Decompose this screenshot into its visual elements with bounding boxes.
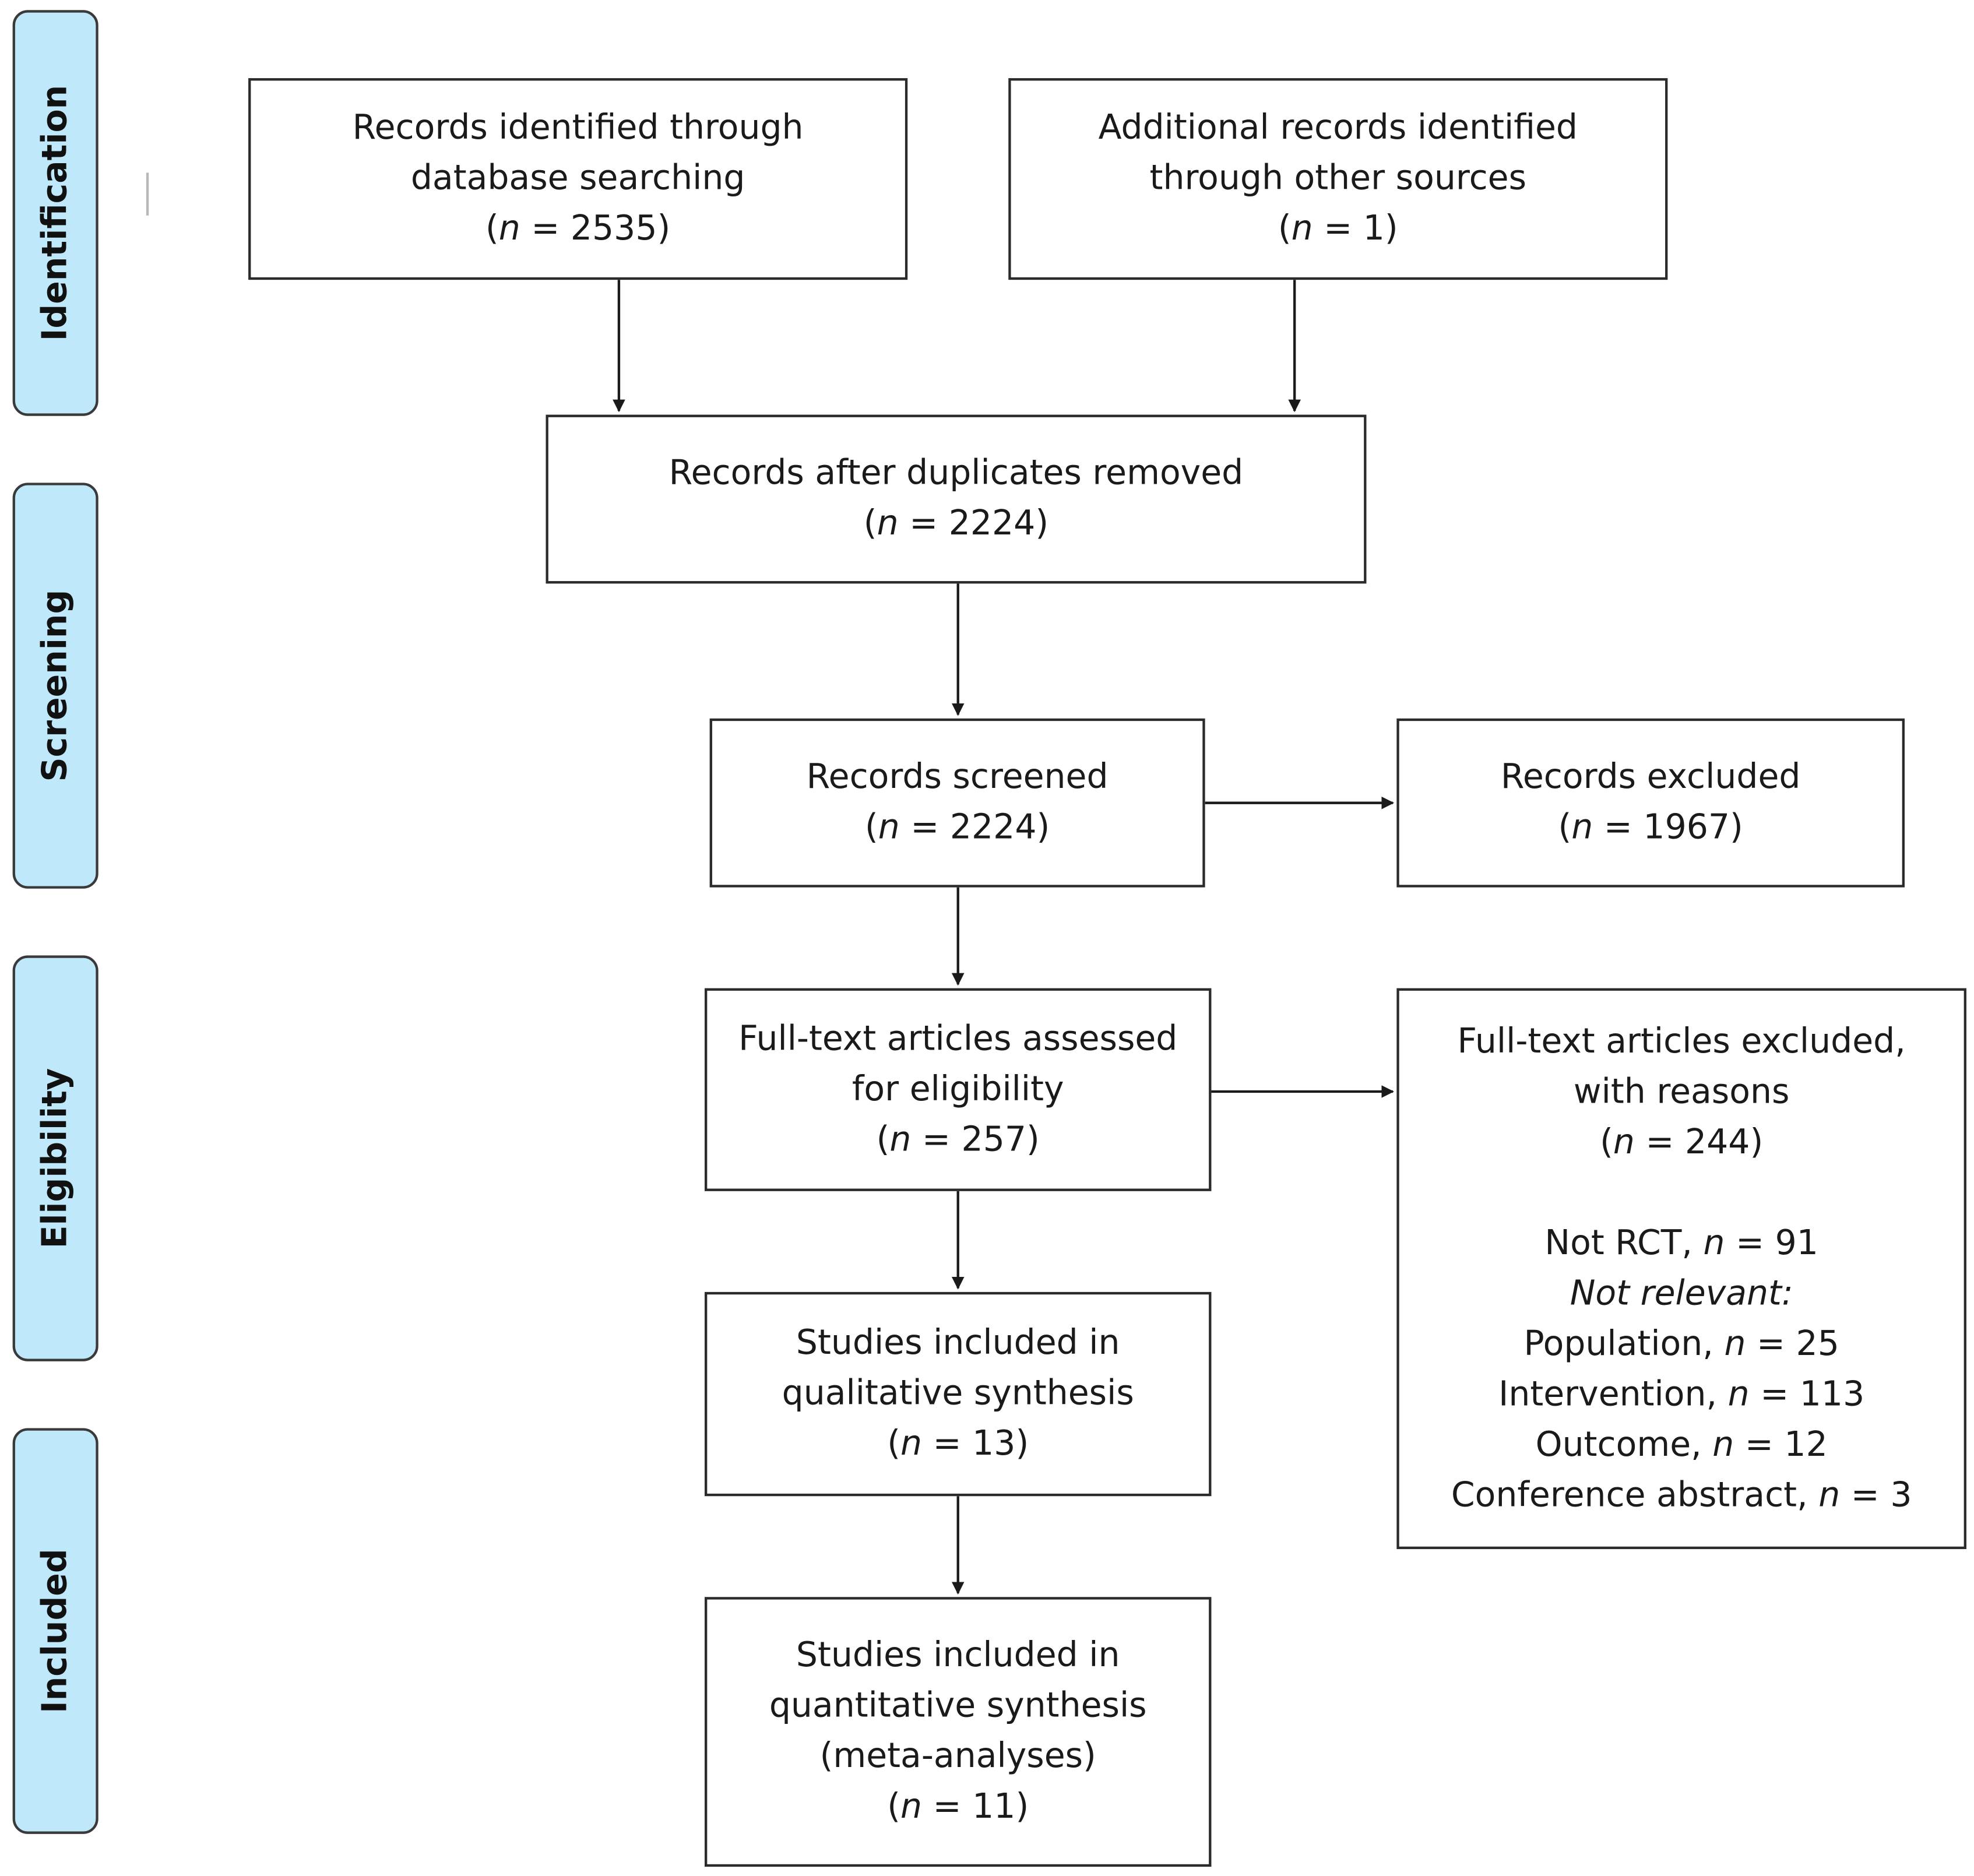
database-count: 2535 — [570, 209, 657, 249]
excluded-count-line: (n = 1967) — [1558, 808, 1743, 847]
box-records-screened: Records screened (n = 2224) — [709, 718, 1205, 888]
reason-population: Population, n = 25 — [1523, 1324, 1839, 1364]
reason-not-relevant-heading: Not relevant: — [1570, 1273, 1793, 1313]
phase-identification: Identification — [12, 10, 98, 416]
other-sources-line2: through other sources — [1149, 159, 1527, 198]
quantitative-count: 11 — [972, 1787, 1016, 1826]
reason-intervention: Intervention, n = 113 — [1498, 1374, 1865, 1414]
quantitative-line1: Studies included in — [796, 1636, 1120, 1676]
after-duplicates-count-line: (n = 2224) — [863, 504, 1049, 544]
excluded-line1: Records excluded — [1500, 757, 1801, 797]
box-fulltext-assessed: Full-text articles assessed for eligibil… — [705, 988, 1212, 1191]
quantitative-count-line: (n = 11) — [887, 1787, 1029, 1826]
phase-included: Included — [12, 1428, 98, 1834]
phase-eligibility: Eligibility — [12, 955, 98, 1361]
after-duplicates-count: 2224 — [948, 504, 1036, 544]
database-line2: database searching — [410, 159, 745, 198]
reason-outcome: Outcome, n = 12 — [1535, 1425, 1828, 1465]
box-quantitative-synthesis: Studies included in quantitative synthes… — [705, 1597, 1212, 1867]
reason-intervention-count: 113 — [1799, 1374, 1865, 1414]
fulltext-excluded-count: 244 — [1684, 1122, 1750, 1162]
other-sources-count-line: (n = 1) — [1278, 209, 1398, 249]
box-fulltext-excluded: Full-text articles excluded, with reason… — [1396, 988, 1966, 1550]
quantitative-line3: (meta-analyses) — [819, 1737, 1096, 1776]
box-database-searching: Records identified through database sear… — [248, 78, 908, 280]
qualitative-line1: Studies included in — [796, 1323, 1120, 1363]
database-count-line: (n = 2535) — [485, 209, 671, 249]
fulltext-excluded-count-line: (n = 244) — [1600, 1122, 1764, 1162]
box-other-sources: Additional records identified through ot… — [1008, 78, 1668, 280]
fulltext-excluded-line2: with reasons — [1573, 1072, 1790, 1111]
screened-count-line: (n = 2224) — [864, 808, 1050, 847]
fulltext-assessed-line2: for eligibility — [851, 1069, 1064, 1109]
box-after-duplicates: Records after duplicates removed (n = 22… — [546, 414, 1367, 584]
reason-outcome-count: 12 — [1784, 1425, 1828, 1465]
reason-conference-count: 3 — [1890, 1475, 1912, 1515]
fulltext-assessed-count-line: (n = 257) — [876, 1120, 1040, 1159]
database-line1: Records identified through — [352, 108, 804, 148]
box-qualitative-synthesis: Studies included in qualitative synthesi… — [705, 1291, 1212, 1497]
phase-screening: Screening — [12, 483, 98, 889]
box-records-excluded: Records excluded (n = 1967) — [1396, 718, 1905, 888]
reason-population-count: 25 — [1796, 1324, 1839, 1364]
other-sources-line1: Additional records identified — [1098, 108, 1578, 148]
qualitative-line2: qualitative synthesis — [782, 1374, 1134, 1413]
reason-not-rct-count: 91 — [1775, 1223, 1818, 1263]
other-sources-count: 1 — [1363, 209, 1385, 249]
fulltext-assessed-count: 257 — [961, 1120, 1027, 1159]
excluded-count: 1967 — [1643, 808, 1730, 847]
reason-not-rct: Not RCT, n = 91 — [1544, 1223, 1818, 1263]
fulltext-excluded-line1: Full-text articles excluded, — [1457, 1021, 1906, 1061]
text-cursor-mark — [146, 173, 149, 216]
fulltext-assessed-line1: Full-text articles assessed — [738, 1019, 1178, 1058]
after-duplicates-line1: Records after duplicates removed — [668, 453, 1244, 493]
screened-count: 2224 — [949, 808, 1037, 847]
quantitative-line2: quantitative synthesis — [769, 1686, 1147, 1726]
reason-conference-abstract: Conference abstract, n = 3 — [1451, 1475, 1912, 1515]
screened-line1: Records screened — [806, 757, 1109, 797]
qualitative-count-line: (n = 13) — [887, 1424, 1029, 1464]
qualitative-count: 13 — [972, 1424, 1016, 1464]
